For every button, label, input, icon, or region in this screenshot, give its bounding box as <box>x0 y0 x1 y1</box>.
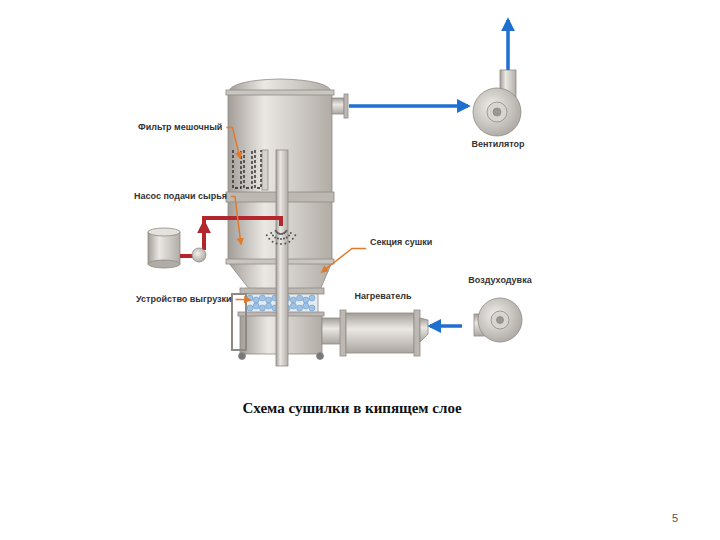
fan-symbol <box>473 70 521 136</box>
spray <box>266 230 297 245</box>
node-label: Вентилятор <box>462 139 534 149</box>
fan-node: Вентилятор <box>462 86 534 150</box>
leader-line <box>322 248 366 272</box>
air-flow-arrow <box>430 324 462 328</box>
part-label: Фильтр мешочный <box>138 122 222 133</box>
node-label: Нагреватель <box>336 291 430 301</box>
heater <box>322 310 428 356</box>
feed-tank <box>148 228 180 268</box>
part-label: Секция сушки <box>370 237 432 248</box>
central-pipe <box>276 150 288 366</box>
page-number: 5 <box>672 512 678 525</box>
bag-filter <box>233 150 261 188</box>
leader-line <box>226 127 240 158</box>
exhaust-up-arrow <box>506 20 510 70</box>
outlet-pipe <box>332 98 344 114</box>
blower-symbol <box>474 298 522 342</box>
figure-caption: Схема сушилки в кипящем слое <box>242 400 461 417</box>
feed-arrow <box>202 222 206 238</box>
heater-node: Нагреватель <box>336 290 430 358</box>
outlet-flange <box>344 94 348 118</box>
pump-symbol <box>192 248 206 262</box>
node-label: Воздуходувка <box>462 275 538 285</box>
leader-line <box>231 196 241 244</box>
part-label: Насос подачи сырья <box>134 191 227 202</box>
exhaust-arrow <box>349 104 468 108</box>
part-label: Устройство выгрузки <box>136 294 232 305</box>
blower-node: Воздуходувка <box>462 274 538 344</box>
leader-line <box>236 299 250 301</box>
